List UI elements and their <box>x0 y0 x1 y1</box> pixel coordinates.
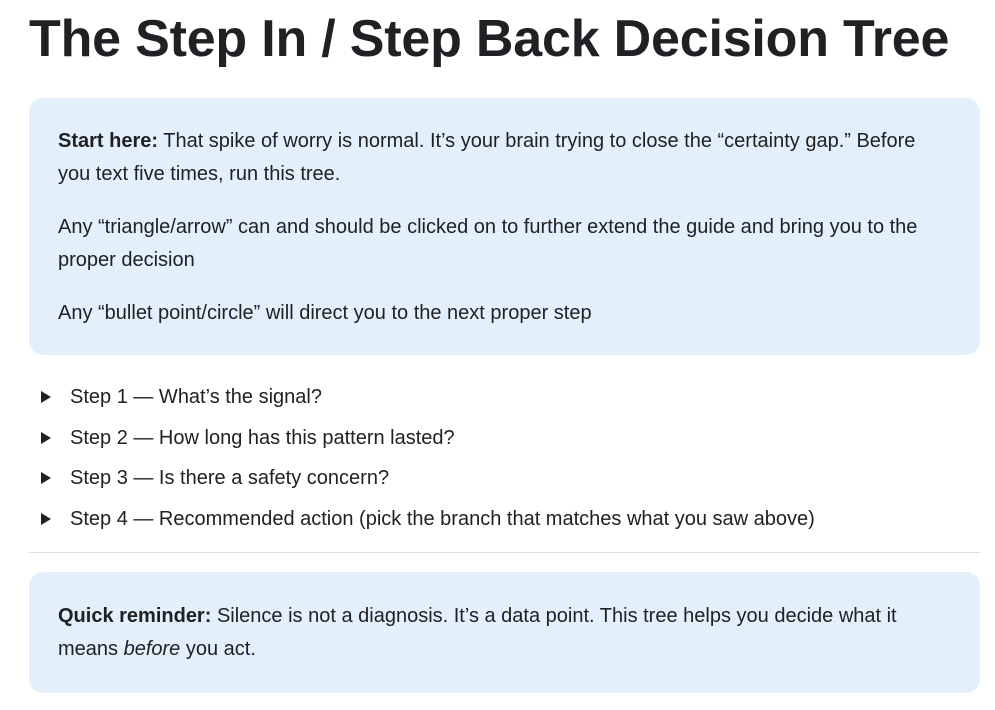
triangle-right-icon <box>41 472 51 485</box>
intro-lead-text: That spike of worry is normal. It’s your… <box>58 130 916 185</box>
page-title: The Step In / Step Back Decision Tree <box>29 10 950 68</box>
step-4-toggle[interactable]: Step 4 — Recommended action (pick the br… <box>29 499 980 540</box>
reminder-emphasis: before <box>123 638 181 660</box>
triangle-right-icon <box>41 512 51 525</box>
step-label: Step 1 — What’s the signal? <box>70 386 322 409</box>
step-3-toggle[interactable]: Step 3 — Is there a safety concern? <box>29 458 980 499</box>
divider <box>29 552 980 553</box>
reminder-callout: Quick reminder: Silence is not a diagnos… <box>29 572 980 693</box>
intro-paragraph-3: Any “bullet point/circle” will direct yo… <box>58 302 592 324</box>
intro-paragraph-2: Any “triangle/arrow” can and should be c… <box>58 216 918 271</box>
reminder-paragraph: Quick reminder: Silence is not a diagnos… <box>58 600 950 666</box>
intro-callout: Start here: That spike of worry is norma… <box>29 98 980 355</box>
quick-reminder-label: Quick reminder: <box>58 605 212 627</box>
triangle-right-icon <box>41 391 51 404</box>
reminder-text-after: you act. <box>180 638 256 660</box>
reminder-text-before: Silence is not a diagnosis. It’s a data … <box>58 605 897 660</box>
step-2-toggle[interactable]: Step 2 — How long has this pattern laste… <box>29 418 980 459</box>
step-1-toggle[interactable]: Step 1 — What’s the signal? <box>29 377 980 418</box>
steps-list: Step 1 — What’s the signal? Step 2 — How… <box>29 377 980 539</box>
step-label: Step 4 — Recommended action (pick the br… <box>70 507 815 530</box>
intro-paragraph-1: Start here: That spike of worry is norma… <box>58 125 950 191</box>
start-here-label: Start here: <box>58 130 159 152</box>
triangle-right-icon <box>41 431 51 444</box>
step-label: Step 3 — Is there a safety concern? <box>70 467 390 490</box>
step-label: Step 2 — How long has this pattern laste… <box>70 426 455 449</box>
